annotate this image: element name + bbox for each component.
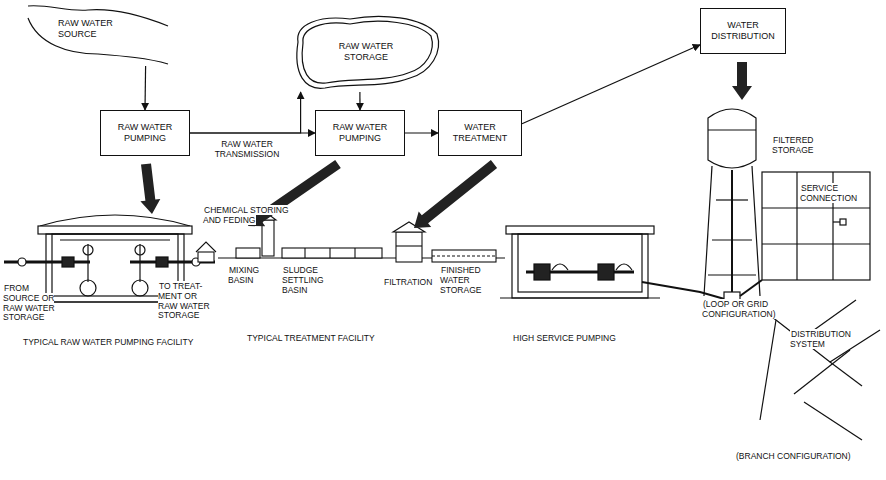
label-text: TYPICAL TREATMENT FACILITY bbox=[246, 333, 376, 343]
flow-connector bbox=[405, 132, 438, 133]
flow-connector bbox=[190, 92, 301, 133]
edge-label: RAW WATER TRANSMISSION bbox=[198, 140, 296, 160]
label-text: FILTRATION bbox=[383, 278, 443, 288]
label-text: FILTERED STORAGE bbox=[772, 136, 830, 156]
label-text: FINISHED WATER STORAGE bbox=[440, 265, 482, 295]
label-text: FROM SOURCE OR RAW WATER STORAGE bbox=[3, 283, 55, 322]
river-outline bbox=[28, 4, 168, 66]
process-box: WATER TREATMENT bbox=[438, 110, 522, 156]
pointer-arrow bbox=[140, 163, 160, 214]
label-text: DISTRIBUTION SYSTEM bbox=[790, 329, 851, 349]
process-box: WATER DISTRIBUTION bbox=[700, 8, 786, 54]
pointer-arrow bbox=[248, 160, 341, 226]
label-text: DISTRIBUTION SYSTEM bbox=[790, 330, 886, 350]
label-text: TO TREAT- MENT OR RAW WATER STORAGE bbox=[158, 281, 210, 320]
river-source: RAW WATER SOURCE bbox=[28, 4, 168, 66]
label-text: CHEMICAL STORING AND FEDING bbox=[203, 206, 295, 226]
label-text: MIXING BASIN bbox=[228, 266, 268, 286]
storage-lake: RAW WATER STORAGE bbox=[290, 12, 442, 92]
process-box: RAW WATER PUMPING bbox=[100, 110, 190, 156]
label-text: MIXING BASIN bbox=[228, 265, 259, 285]
edge-label: RAW WATER TRANSMISSION bbox=[215, 139, 280, 159]
label-text: HIGH SERVICE PUMPING bbox=[512, 334, 642, 344]
label-text: TYPICAL RAW WATER PUMPING FACILITY bbox=[22, 337, 194, 347]
branch-network bbox=[750, 300, 880, 440]
pointer-arrow bbox=[732, 62, 752, 100]
label-text: (BRANCH CONFIGURATION) bbox=[735, 451, 852, 461]
label-text: FINISHED WATER STORAGE bbox=[440, 266, 494, 295]
node-text: WATER DISTRIBUTION bbox=[705, 20, 781, 42]
label-text: SLUDGE SETTLING BASIN bbox=[282, 265, 324, 295]
label-text: FILTERED STORAGE bbox=[772, 135, 814, 155]
process-box: RAW WATER PUMPING bbox=[315, 110, 405, 156]
flow-connector bbox=[522, 45, 700, 124]
label-text: SERVICE CONNECTION bbox=[800, 184, 860, 204]
label-text: (BRANCH CONFIGURATION) bbox=[735, 452, 875, 462]
high-service-pumping bbox=[500, 226, 728, 300]
label-text: HIGH SERVICE PUMPING bbox=[512, 333, 617, 343]
pointer-arrow bbox=[414, 160, 497, 228]
label-text: (LOOP OR GRID CONFIGURATION) bbox=[702, 299, 777, 319]
label-text: SLUDGE SETTLING BASIN bbox=[282, 266, 334, 295]
label-text: TO TREAT- MENT OR RAW WATER STORAGE bbox=[158, 282, 210, 321]
label-text: CHEMICAL STORING AND FEDING bbox=[203, 205, 289, 225]
label-text: FROM SOURCE OR RAW WATER STORAGE bbox=[3, 284, 65, 323]
label-text: TYPICAL RAW WATER PUMPING FACILITY bbox=[22, 338, 212, 348]
label-text: TYPICAL TREATMENT FACILITY bbox=[246, 334, 416, 344]
chemical-house bbox=[196, 242, 216, 262]
grid-network bbox=[740, 172, 870, 296]
water-tower bbox=[704, 109, 760, 300]
label-text: FILTRATION bbox=[383, 277, 433, 287]
node-text: RAW WATER PUMPING bbox=[105, 122, 185, 144]
label-text: SERVICE CONNECTION bbox=[800, 183, 858, 203]
node-text: RAW WATER SOURCE bbox=[58, 18, 118, 40]
label-text: (LOOP OR GRID CONFIGURATION) bbox=[702, 300, 842, 320]
node-text: RAW WATER STORAGE bbox=[331, 41, 401, 63]
node-text: RAW WATER PUMPING bbox=[320, 122, 400, 144]
flow-connector bbox=[144, 66, 146, 110]
node-text: WATER TREATMENT bbox=[443, 122, 517, 144]
flow-connector bbox=[359, 92, 360, 110]
